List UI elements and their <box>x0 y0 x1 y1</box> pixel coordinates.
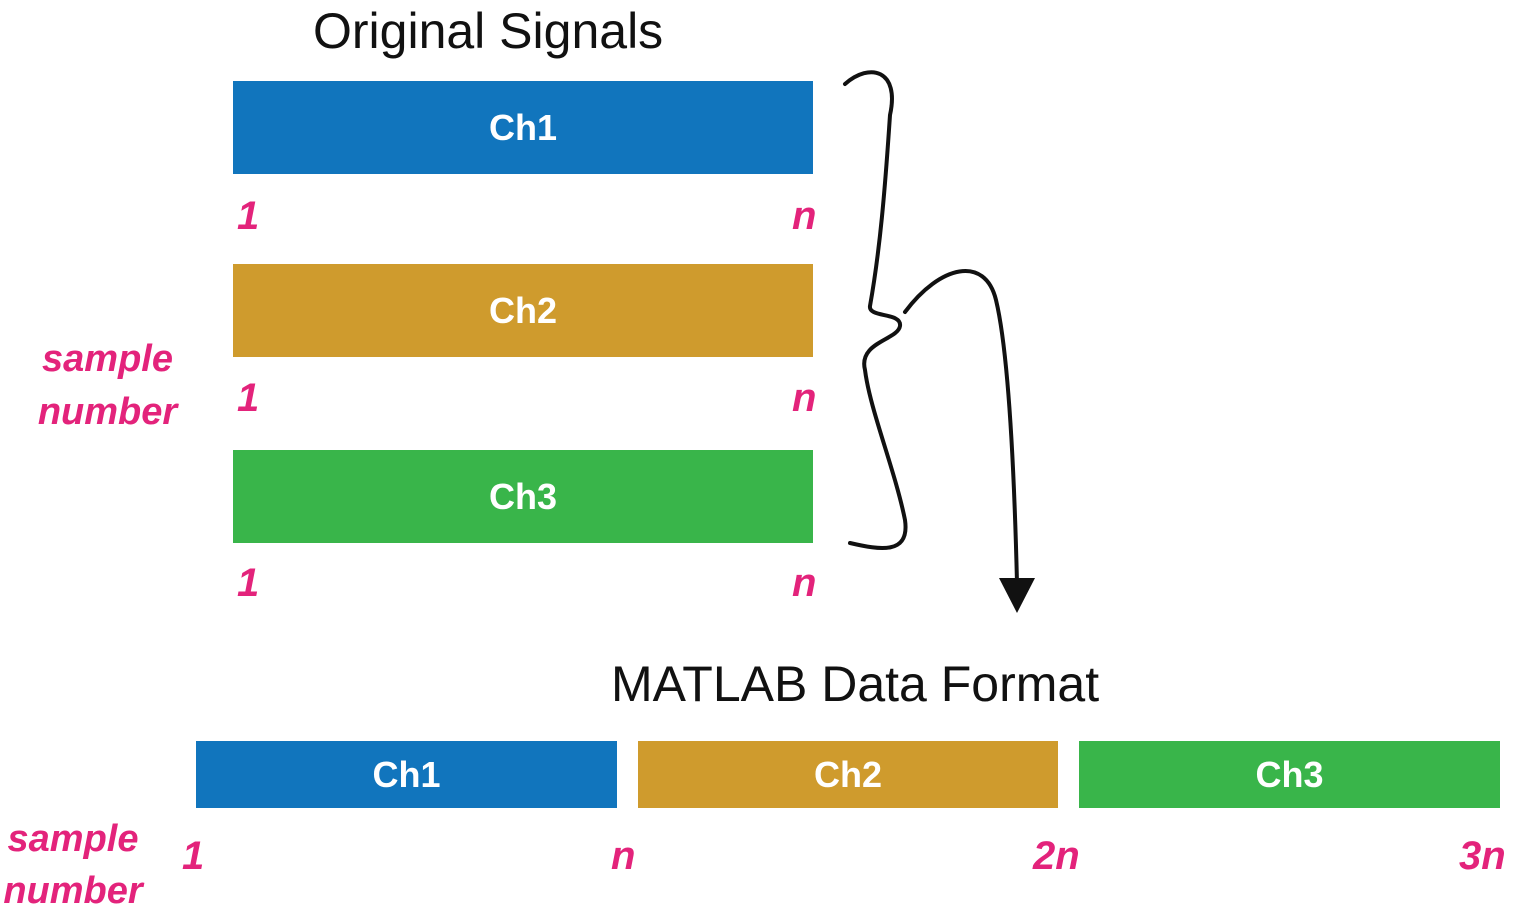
bottom-bar-ch1-label: Ch1 <box>372 753 441 795</box>
bottom-axis-label: sample number <box>0 813 146 918</box>
top-ch1-start-tick: 1 <box>237 194 260 238</box>
top-bar-ch1-label: Ch1 <box>488 106 557 148</box>
bottom-bar-ch2-label: Ch2 <box>813 753 882 795</box>
down-arrow-icon <box>999 578 1035 613</box>
bottom-axis-label-line2: number <box>3 870 143 913</box>
bottom-tick-2n: 2n <box>1033 834 1080 878</box>
top-bar-ch3: Ch3 <box>233 450 813 543</box>
bottom-tick-1: 1 <box>182 834 205 878</box>
top-ch1-end-tick: n <box>792 194 817 238</box>
top-bar-ch1: Ch1 <box>233 81 813 174</box>
top-axis-label-line2: number <box>37 391 178 434</box>
top-axis-label: sample number <box>30 333 185 439</box>
down-arrow-shaft <box>903 269 1019 585</box>
bottom-tick-3n: 3n <box>1459 834 1506 878</box>
top-ch3-start-tick: 1 <box>237 561 260 605</box>
bottom-tick-n: n <box>611 834 636 878</box>
curly-brace-icon <box>843 70 908 551</box>
top-ch2-start-tick: 1 <box>237 376 260 420</box>
top-ch3-end-tick: n <box>792 561 817 605</box>
top-ch2-end-tick: n <box>792 376 817 420</box>
original-signals-title: Original Signals <box>313 3 664 59</box>
bottom-bar-ch3-label: Ch3 <box>1255 753 1324 795</box>
top-bar-ch2-label: Ch2 <box>488 289 557 331</box>
bottom-bar-ch3: Ch3 <box>1079 741 1500 808</box>
bottom-axis-label-line1: sample <box>7 818 139 860</box>
bottom-bar-ch1: Ch1 <box>196 741 617 808</box>
bottom-bar-ch2: Ch2 <box>638 741 1058 808</box>
top-bar-ch2: Ch2 <box>233 264 813 357</box>
top-bar-ch3-label: Ch3 <box>488 475 557 517</box>
top-axis-label-line1: sample <box>42 338 173 380</box>
matlab-format-title: MATLAB Data Format <box>611 656 1100 712</box>
